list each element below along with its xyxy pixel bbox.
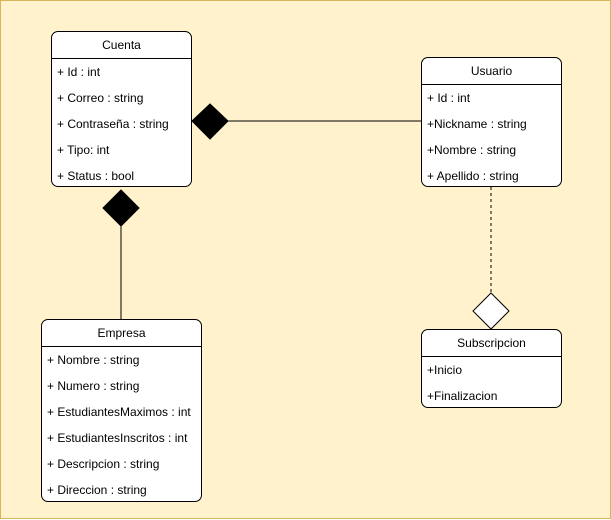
empresa-attribute: + EstudiantesMaximos : int [47,405,191,419]
subscripcion-attribute: +Inicio [427,363,463,377]
empresa-attribute: + Numero : string [47,379,140,393]
cuenta-attribute: + Correo : string [57,91,144,105]
cuenta-composition-diamond-bottom [102,189,140,227]
empresa-attribute: + Descripcion : string [47,457,160,471]
cuenta-class-name: Cuenta [52,32,191,59]
subscripcion-aggregation-diamond [472,292,510,330]
empresa-attribute: + EstudiantesInscritos : int [47,431,188,445]
subscripcion-class-name: Subscripcion [422,330,561,357]
empresa-attribute: + Direccion : string [47,483,147,497]
cuenta-attribute: + Status : bool [57,169,135,183]
usuario-class-name: Usuario [422,58,561,85]
usuario-attribute: + Apellido : string [427,169,519,183]
class-empresa[interactable]: Empresa + Nombre : string + Numero : strin… [41,319,202,502]
class-subscripcion[interactable]: Subscripcion +Inicio +Finalizacion [421,329,562,408]
usuario-attribute: +Nombre : string [427,143,517,157]
usuario-attribute: + Id : int [427,91,471,105]
cuenta-attribute: + Id : int [57,65,101,79]
cuenta-attribute: + Tipo: int [57,143,110,157]
class-cuenta[interactable]: Cuenta + Id : int + Correo : string + Contr… [51,31,192,187]
cuenta-composition-diamond-right [191,103,229,140]
empresa-class-name: Empresa [42,320,201,347]
usuario-attribute: +Nickname : string [427,117,527,131]
class-usuario[interactable]: Usuario + Id : int +Nickname : string +Nomb… [421,57,562,187]
empresa-attribute: + Nombre : string [47,353,140,367]
subscripcion-attribute: +Finalizacion [427,389,498,403]
cuenta-attribute: + Contraseña : string [57,117,169,131]
